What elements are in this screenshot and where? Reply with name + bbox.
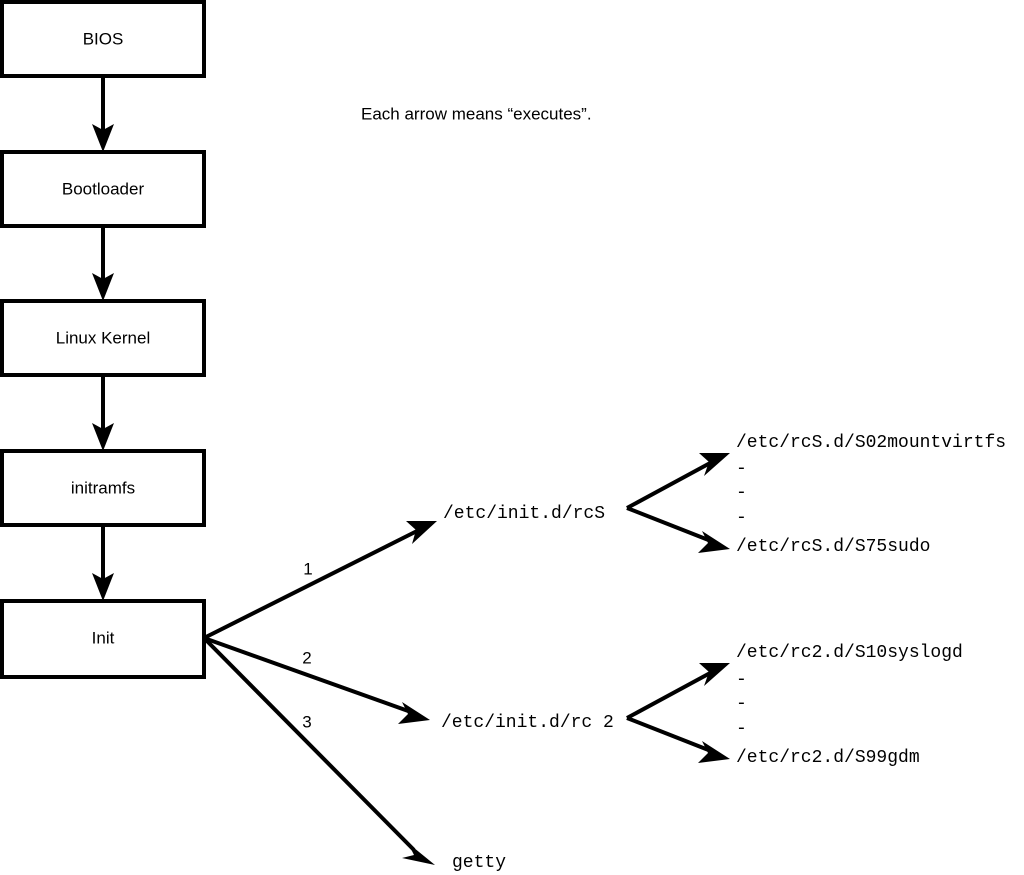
arrow-bootloader-to-kernel [92, 226, 114, 301]
rc2-last-script[interactable]: /etc/rc2.d/S99gdm [736, 748, 920, 768]
arrow-init-branch-3: 3 [202, 636, 435, 865]
arrow-kernel-to-initramfs [92, 375, 114, 451]
arrow-init-branch-1: 1 [203, 521, 437, 640]
rc2-ellipsis-1: - [736, 670, 747, 690]
bios-label: BIOS [83, 29, 124, 48]
getty-label[interactable]: getty [452, 853, 506, 873]
branch-2-number: 2 [302, 648, 311, 667]
rcS-ellipsis-3: - [736, 508, 747, 528]
rc2-ellipsis-3: - [736, 719, 747, 739]
arrow-initramfs-to-init [92, 525, 114, 601]
initramfs-box[interactable] [0, 449, 206, 527]
branch-3-number: 3 [302, 712, 311, 731]
diagram-caption: Each arrow means “executes”. [361, 104, 592, 123]
rc2-ellipsis-2: - [736, 694, 747, 714]
arrowhead-rcS-first [699, 453, 730, 476]
rcS-ellipsis-1: - [736, 459, 747, 479]
node-bios[interactable]: BIOS [0, 0, 206, 78]
arrowhead-rcS-last [698, 531, 730, 553]
arrow-rc2-to-first-script [626, 663, 730, 720]
arrowhead-branch-1 [406, 521, 437, 544]
arrow-init-branch-2: 2 [203, 636, 430, 724]
node-initramfs[interactable]: initramfs [0, 449, 206, 527]
init-label: Init [92, 628, 115, 647]
rc2-script-label[interactable]: /etc/init.d/rc 2 [441, 713, 614, 733]
linux-kernel-label: Linux Kernel [56, 328, 151, 347]
bootloader-label: Bootloader [62, 179, 145, 198]
rcS-ellipsis-2: - [736, 483, 747, 503]
arrowhead-bootloader-kernel [92, 273, 114, 301]
arrow-rcS-to-last-script [626, 506, 730, 553]
arrow-bios-to-bootloader [92, 76, 114, 152]
rc2-first-script[interactable]: /etc/rc2.d/S10syslogd [736, 643, 963, 663]
initramfs-label: initramfs [71, 478, 135, 497]
bios-box[interactable] [0, 0, 206, 78]
rcS-script-label[interactable]: /etc/init.d/rcS [443, 504, 605, 524]
arrowhead-bios-bootloader [92, 124, 114, 152]
arrowhead-rc2-first [699, 663, 730, 686]
arrow-rc2-to-last-script [626, 716, 730, 763]
node-bootloader[interactable]: Bootloader [0, 150, 206, 228]
rcS-last-script[interactable]: /etc/rcS.d/S75sudo [736, 537, 930, 557]
node-linux-kernel[interactable]: Linux Kernel [0, 299, 206, 377]
arrowhead-kernel-initramfs [92, 423, 114, 451]
arrow-rcS-to-first-script [626, 453, 730, 510]
arrowhead-rc2-last [698, 741, 730, 763]
arrowhead-initramfs-init [92, 573, 114, 601]
arrowhead-branch-2 [398, 702, 430, 724]
branch-1-number: 1 [303, 559, 312, 578]
arrowhead-branch-3 [402, 843, 435, 865]
node-init[interactable]: Init [0, 599, 206, 679]
rcS-first-script[interactable]: /etc/rcS.d/S02mountvirtfs [736, 433, 1006, 453]
